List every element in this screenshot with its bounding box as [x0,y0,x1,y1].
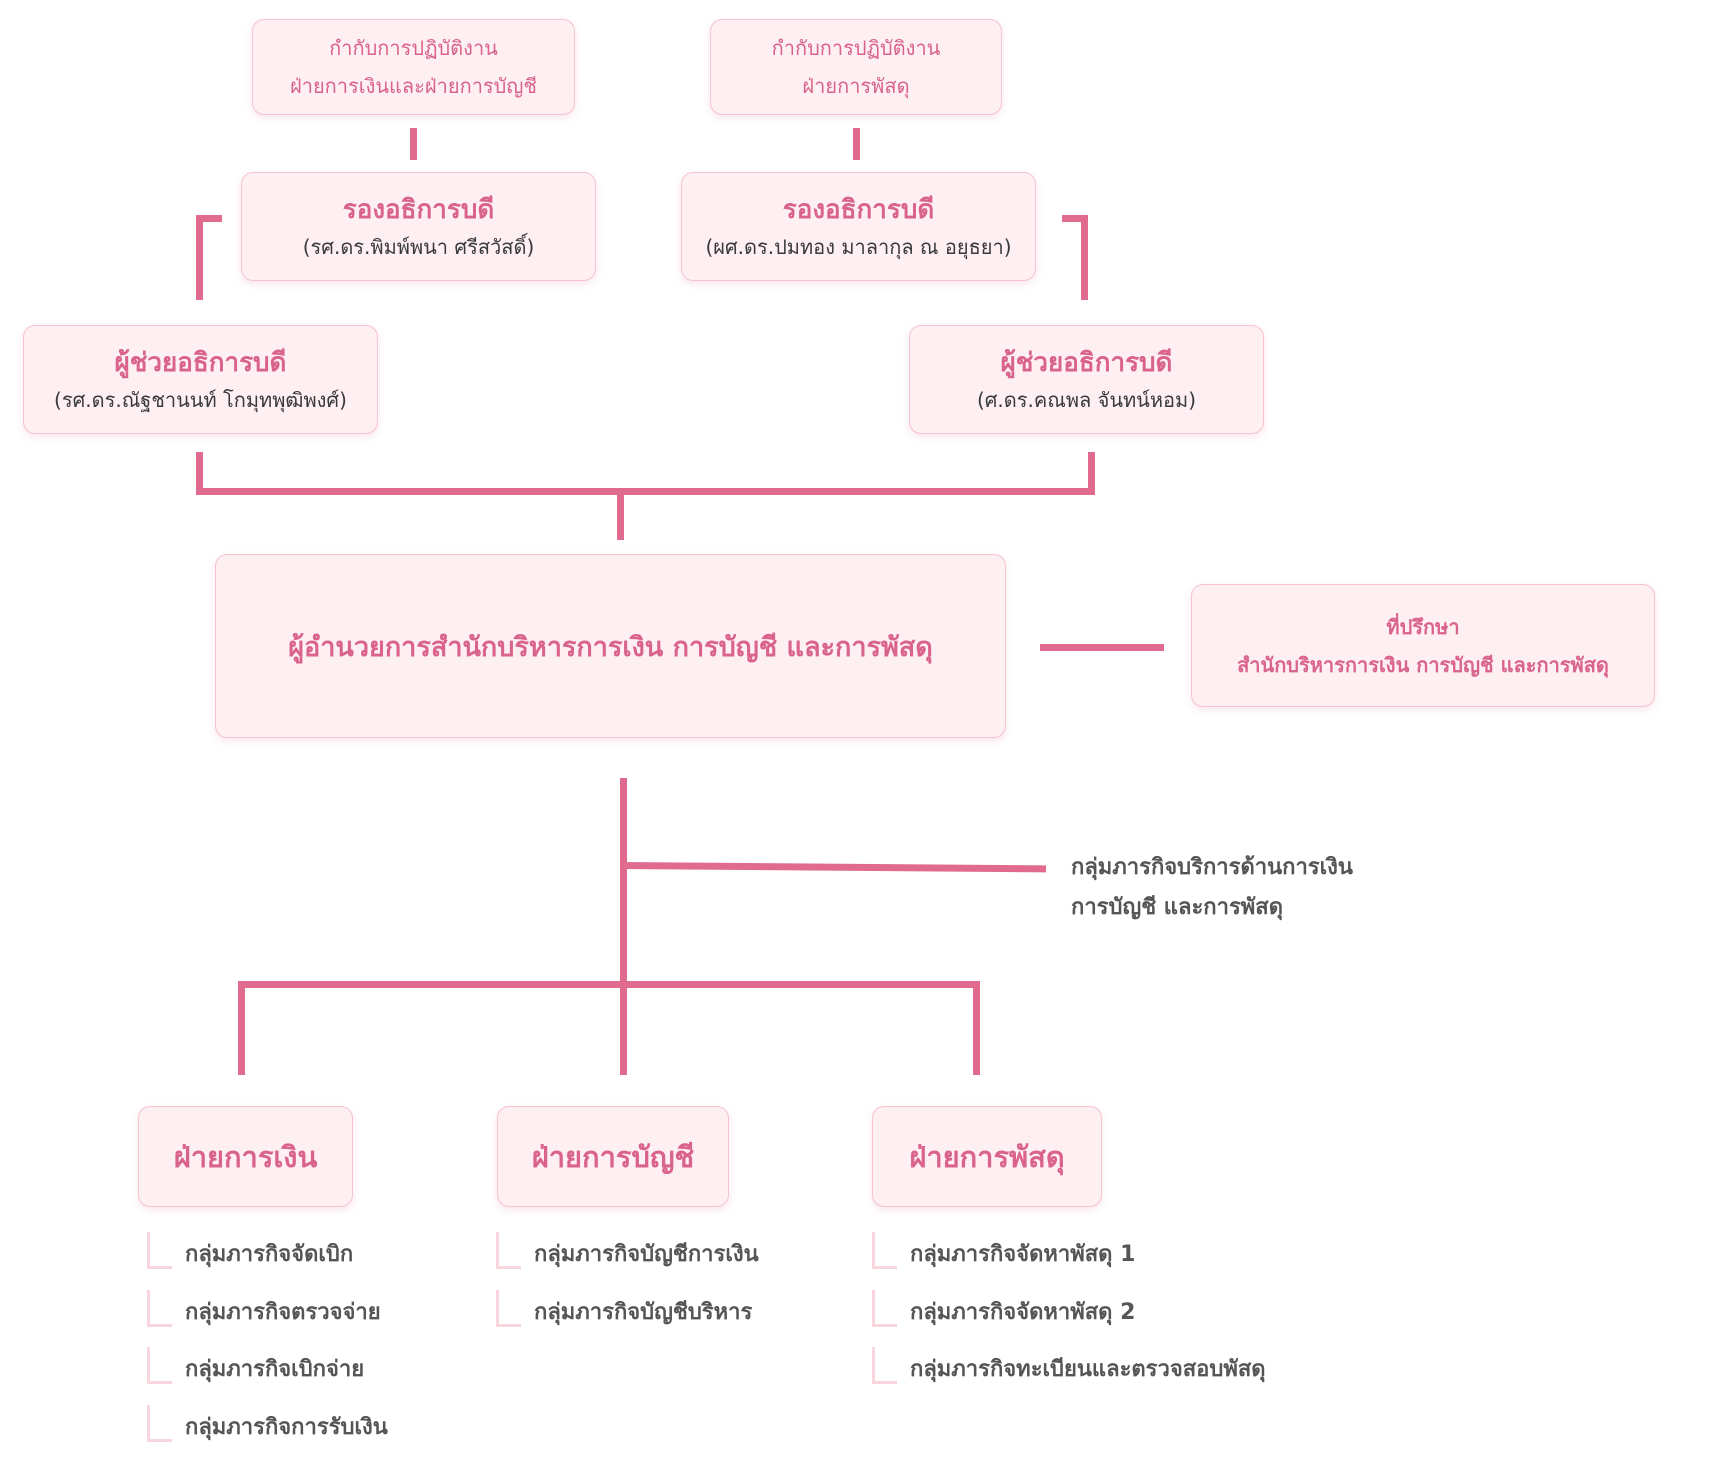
accounting-group-label: กลุ่มภารกิจบัญชีการเงิน [534,1242,759,1267]
vice-president-title-2: รองอธิการบดี [782,194,935,225]
finance-group-label: กลุ่มภารกิจจัดเบิก [185,1242,354,1267]
procurement-group-label: กลุ่มภารกิจทะเบียนและตรวจสอบพัสดุ [910,1357,1266,1382]
procurement-group-label: กลุ่มภารกิจจัดหาพัสดุ 2 [910,1300,1136,1325]
connector-assistants-left-v [196,452,203,495]
service-group-label: กลุ่มภารกิจบริการด้านการเงิน การบัญชี แล… [1071,848,1353,928]
procurement-group-bracket [872,1232,897,1269]
finance-group-label: กลุ่มภารกิจเบิกจ่าย [185,1357,365,1382]
finance-group-label: กลุ่มภารกิจการรับเงิน [185,1415,388,1440]
advisor-box: ที่ปรึกษา สำนักบริหารการเงิน การบัญชี แล… [1191,584,1655,707]
connector-assistants-h [196,488,1095,495]
finance-group-bracket [147,1347,172,1384]
connector-advisor [1040,644,1164,651]
vice-president-title-1: รองอธิการบดี [342,194,495,225]
finance-group-bracket [147,1290,172,1327]
service-group-line2: การบัญชี และการพัสดุ [1071,895,1283,920]
finance-group-bracket [147,1232,172,1269]
oversight-procurement-line2: ฝ่ายการพัสดุ [802,74,910,98]
procurement-group-bracket [872,1347,897,1384]
unit-finance-title: ฝ่ายการเงิน [173,1139,318,1174]
service-group-line1: กลุ่มภารกิจบริการด้านการเงิน [1071,855,1353,880]
connector-trunk [620,778,627,1075]
connector-bracket-left-v [196,215,203,300]
assistant-president-box-2: ผู้ช่วยอธิการบดี (ศ.ดร.คณพล จันทน์หอม) [909,325,1264,434]
oversight-finance-accounting-line2: ฝ่ายการเงินและฝ่ายการบัญชี [290,74,537,98]
connector-oversight-left [410,128,417,160]
unit-finance-box: ฝ่ายการเงิน [138,1106,353,1207]
assistant-president-box-1: ผู้ช่วยอธิการบดี (รศ.ดร.ณัฐชานนท์ โกมุทพ… [23,325,378,434]
connector-bracket-right-h [1062,215,1088,222]
vice-president-box-1: รองอธิการบดี (รศ.ดร.พิมพ์พนา ศรีสวัสดิ์) [241,172,596,281]
accounting-group-label: กลุ่มภารกิจบัญชีบริหาร [534,1300,753,1325]
finance-group-bracket [147,1405,172,1442]
advisor-line2: สำนักบริหารการเงิน การบัญชี และการพัสดุ [1237,652,1609,677]
assistant-president-title-1: ผู้ช่วยอธิการบดี [114,347,287,378]
unit-accounting-box: ฝ่ายการบัญชี [497,1106,729,1207]
unit-procurement-title: ฝ่ายการพัสดุ [909,1139,1065,1174]
connector-bracket-left-h [196,215,222,222]
vice-president-box-2: รองอธิการบดี (ผศ.ดร.ปมทอง มาลากุล ณ อยุธ… [681,172,1036,281]
connector-assistants-right-v [1088,452,1095,495]
finance-group-label: กลุ่มภารกิจตรวจจ่าย [185,1300,381,1325]
oversight-procurement-box: กำกับการปฏิบัติงาน ฝ่ายการพัสดุ [710,19,1002,115]
accounting-group-bracket [496,1232,521,1269]
vice-president-name-1: (รศ.ดร.พิมพ์พนา ศรีสวัสดิ์) [302,234,535,259]
connector-bracket-right-v [1081,215,1088,300]
unit-procurement-box: ฝ่ายการพัสดุ [872,1106,1102,1207]
oversight-procurement-line1: กำกับการปฏิบัติงาน [771,36,941,60]
connector-unit-procurement [973,981,980,1075]
assistant-president-name-2: (ศ.ดร.คณพล จันทน์หอม) [976,387,1197,412]
advisor-line1: ที่ปรึกษา [1386,614,1460,639]
procurement-group-label: กลุ่มภารกิจจัดหาพัสดุ 1 [910,1242,1136,1267]
connector-unit-finance [238,981,245,1075]
director-box: ผู้อำนวยการสำนักบริหารการเงิน การบัญชี แ… [215,554,1006,738]
accounting-group-bracket [496,1290,521,1327]
procurement-group-bracket [872,1290,897,1327]
assistant-president-name-1: (รศ.ดร.ณัฐชานนท์ โกมุทพุฒิพงศ์) [54,387,347,412]
connector-oversight-right [853,128,860,160]
oversight-finance-accounting-line1: กำกับการปฏิบัติงาน [329,36,498,60]
connector-units-h [238,981,980,988]
connector-director-top [617,488,624,540]
unit-accounting-title: ฝ่ายการบัญชี [531,1139,695,1174]
vice-president-name-2: (ผศ.ดร.ปมทอง มาลากุล ณ อยุธยา) [705,234,1012,259]
oversight-finance-accounting-box: กำกับการปฏิบัติงาน ฝ่ายการเงินและฝ่ายการ… [252,19,575,115]
director-title: ผู้อำนวยการสำนักบริหารการเงิน การบัญชี แ… [288,631,933,663]
connector-service-group [619,862,1047,873]
assistant-president-title-2: ผู้ช่วยอธิการบดี [1000,347,1173,378]
